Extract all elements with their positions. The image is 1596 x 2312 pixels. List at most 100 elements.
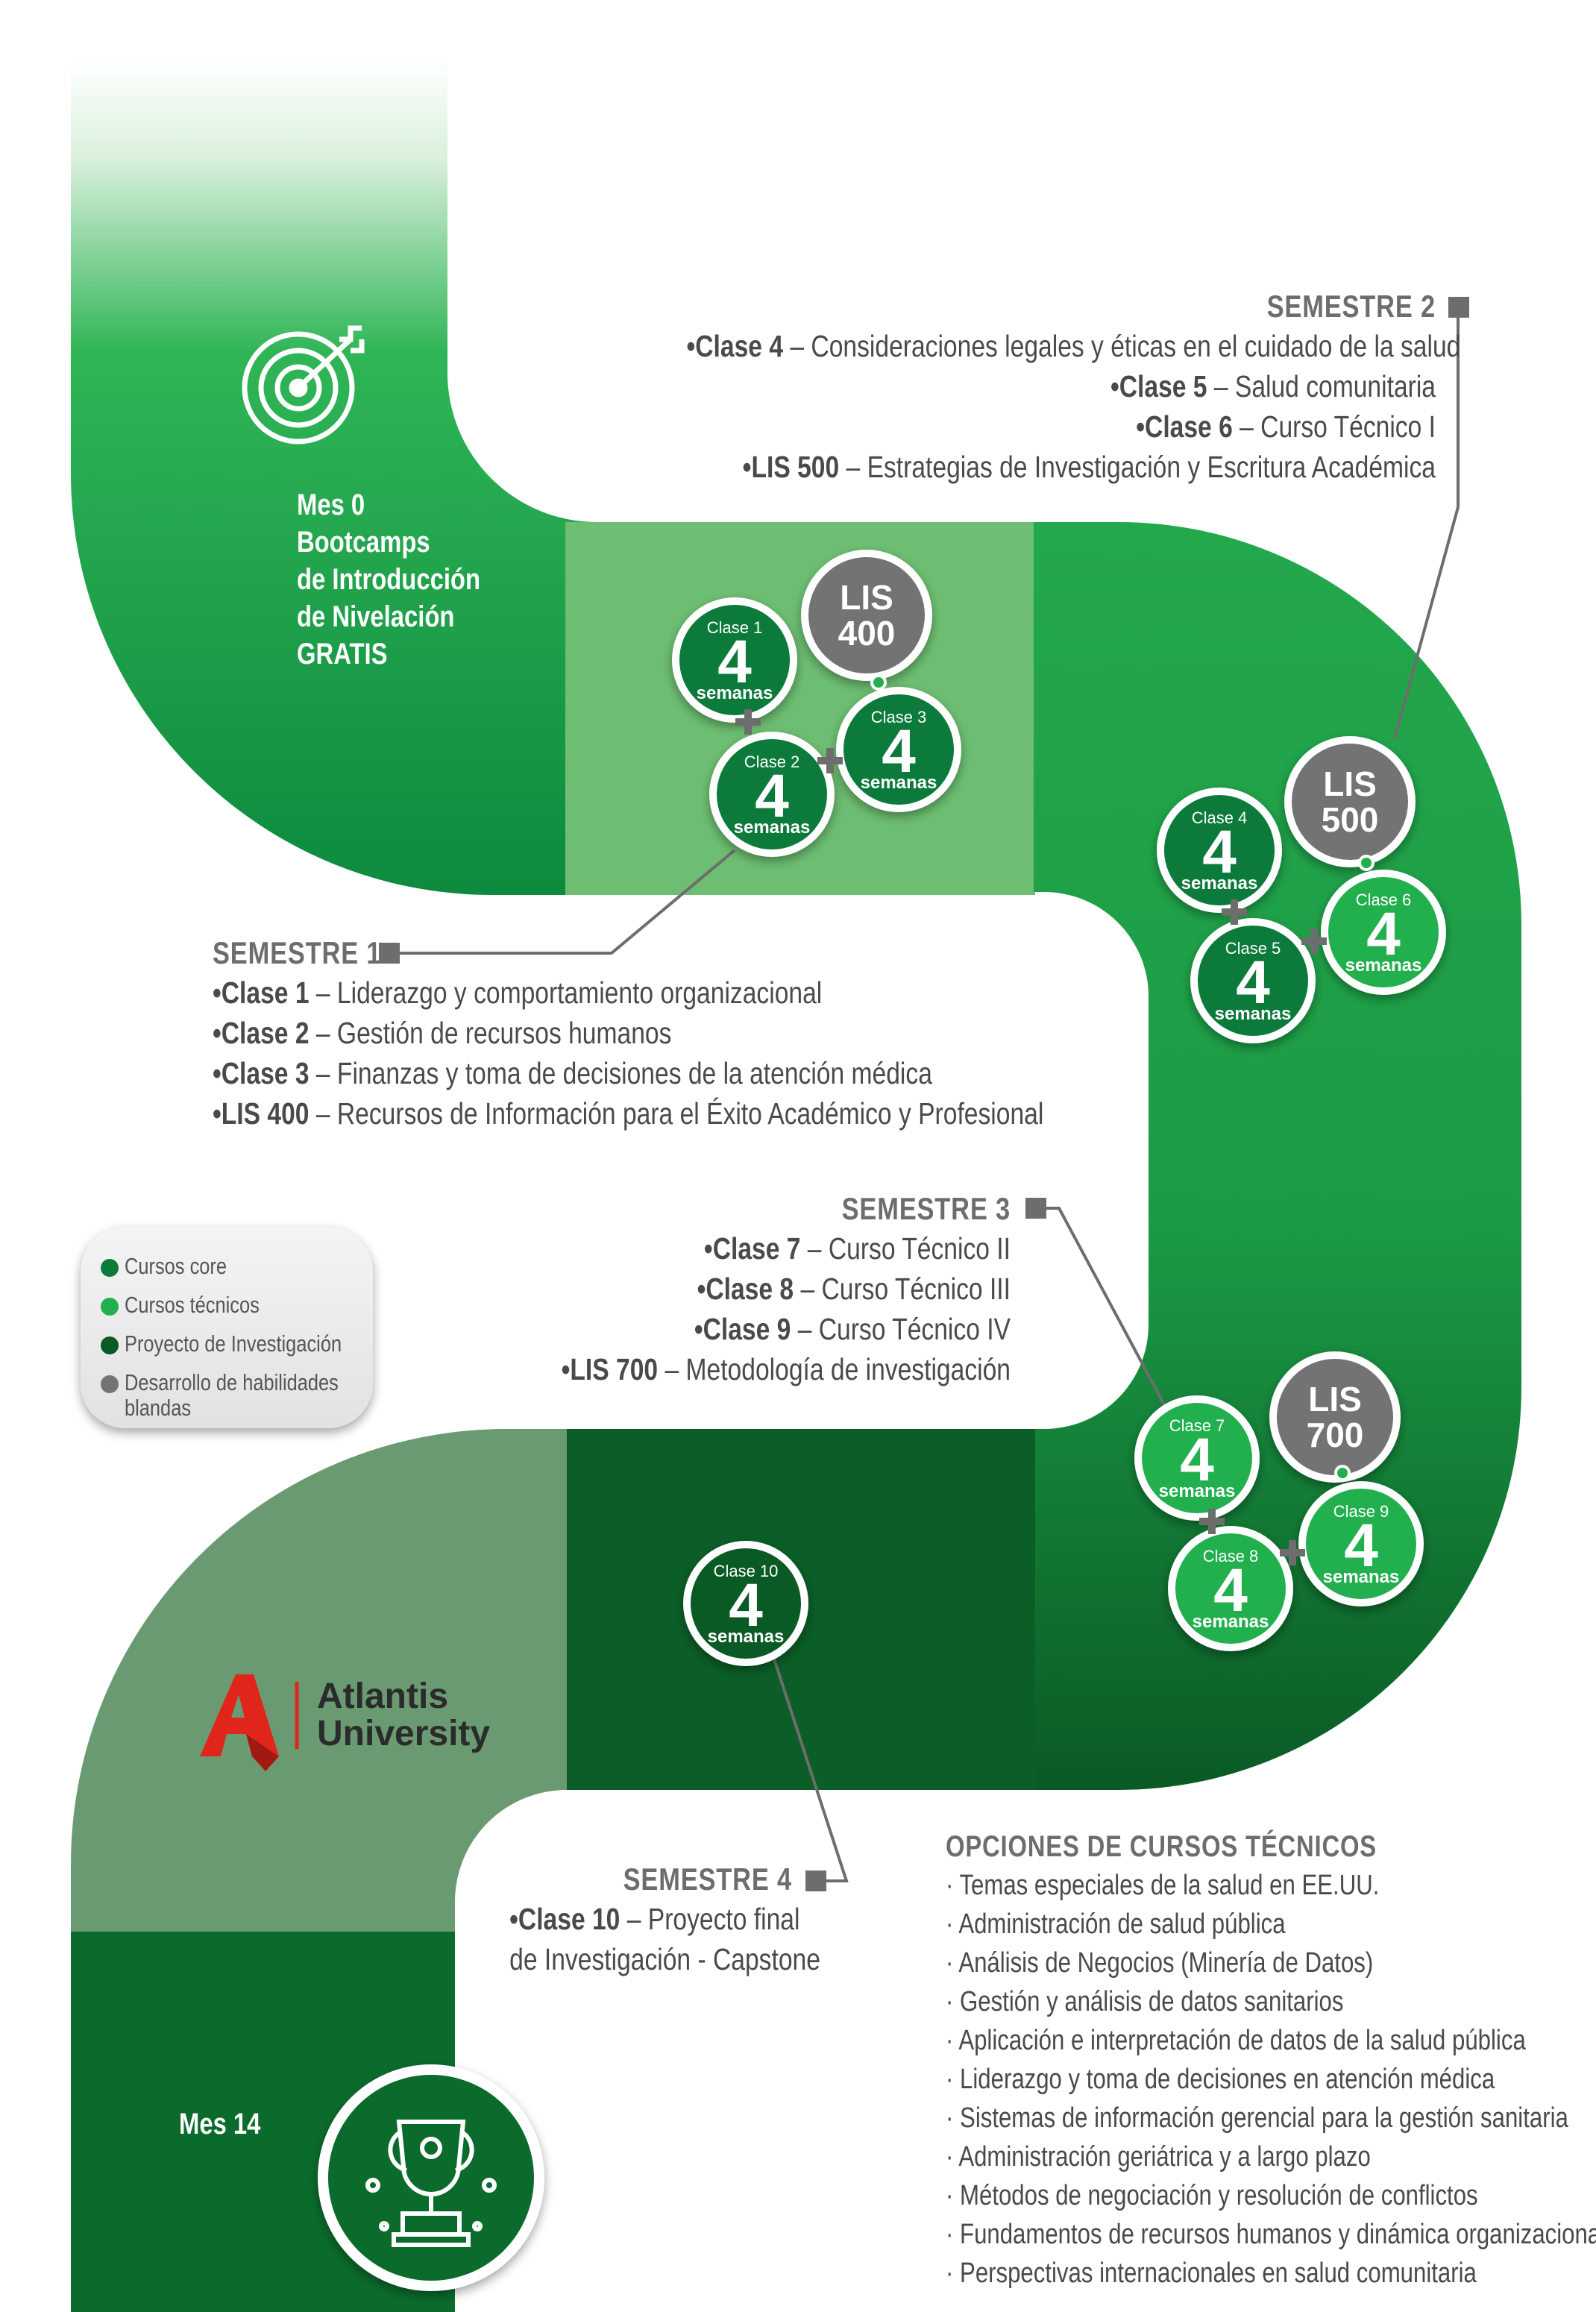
link-dot [1358, 855, 1374, 871]
legend-item: Proyecto de Investigación [101, 1331, 389, 1357]
class-label: Clase 8 [1203, 1547, 1259, 1565]
lis-label: LIS [1308, 1380, 1362, 1419]
class-label: Clase 6 [1356, 890, 1412, 909]
trophy-icon [318, 2064, 544, 2291]
semester-item: •Clase 10 – Proyecto final [509, 1902, 800, 1936]
semester-item: •Clase 9 – Curso Técnico IV [694, 1312, 1011, 1346]
plus-icon [1199, 1509, 1225, 1534]
logo-text: Atlantis University [317, 1678, 490, 1753]
technical-option-item: · Administración de salud pública [946, 1909, 1286, 1940]
weeks-label: semanas [861, 773, 937, 793]
semester-heading: SEMESTRE 3 [841, 1191, 1011, 1226]
weeks-number: 4 [1180, 1426, 1214, 1494]
start-line: de Introducción [297, 563, 480, 596]
semester-heading: SEMESTRE 4 [623, 1862, 792, 1897]
technical-option-item: · Métodos de negociación y resolución de… [946, 2180, 1478, 2211]
weeks-number: 4 [755, 762, 789, 830]
weeks-label: semanas [1181, 873, 1258, 893]
lis-number: 500 [1322, 800, 1379, 839]
class-label: Clase 4 [1192, 808, 1248, 827]
semester-item: •LIS 400 – Recursos de Información para … [213, 1096, 1044, 1131]
technical-option-item: · Sistemas de información gerencial para… [946, 2102, 1568, 2134]
weeks-number: 4 [1202, 818, 1237, 886]
lis-number: 700 [1307, 1416, 1364, 1454]
connector-semester1 [395, 849, 736, 955]
connector-semester4 [767, 1640, 849, 1882]
weeks-number: 4 [882, 717, 916, 785]
class-label: Clase 5 [1225, 939, 1281, 958]
lis-number: 400 [838, 614, 896, 653]
technical-option-item: · Liderazgo y toma de decisiones en aten… [946, 2064, 1495, 2095]
band-capstone [71, 1429, 567, 1924]
start-label: Mes 0 Bootcamps de Introducción de Nivel… [297, 486, 521, 673]
plus-icon [735, 709, 761, 735]
weeks-number: 4 [1236, 949, 1270, 1017]
logo-line1: Atlantis [317, 1677, 449, 1716]
logo-line2: University [317, 1714, 491, 1753]
weeks-label: semanas [1215, 1004, 1292, 1024]
legend-item: Desarrollo de habilidades [101, 1369, 386, 1396]
technical-option-item: · Gestión y análisis de datos sanitarios [946, 1986, 1344, 2017]
weeks-label: semanas [1193, 1612, 1269, 1632]
weeks-label: semanas [1159, 1481, 1236, 1501]
legend-swatch [101, 1258, 119, 1277]
weeks-label: semanas [708, 1627, 785, 1647]
semester-item: •Clase 3 – Finanzas y toma de decisiones… [213, 1056, 932, 1090]
atlantis-logo-mark [200, 1674, 299, 1771]
semester-item: •Clase 5 – Salud comunitaria [1110, 369, 1436, 403]
technical-option-item: · Temas especiales de la salud en EE.UU. [946, 1870, 1380, 1901]
weeks-number: 4 [1213, 1556, 1248, 1624]
weeks-label: semanas [697, 683, 773, 703]
technical-option-item: · Fundamentos de recursos humanos y diná… [946, 2219, 1596, 2250]
weeks-number: 4 [729, 1571, 763, 1639]
technical-option-item: · Aplicación e interpretación de datos d… [946, 2025, 1526, 2056]
class-label: Clase 7 [1169, 1416, 1225, 1435]
semester1-block: SEMESTRE 1 •Clase 1 – Liderazgo y compor… [213, 934, 1226, 1134]
semester-item: •Clase 4 – Consideraciones legales y éti… [686, 329, 1461, 363]
weeks-number: 4 [1366, 900, 1401, 968]
plus-icon [1280, 1540, 1305, 1565]
plus-icon [817, 748, 843, 773]
end-label: Mes 14 [179, 2108, 261, 2140]
lis-label: LIS [1323, 764, 1377, 803]
legend-item: Cursos técnicos [101, 1292, 289, 1319]
semester-item: •Clase 8 – Curso Técnico III [697, 1272, 1011, 1306]
semester-item: de Investigación - Capstone [509, 1942, 820, 1976]
technical-option-item: · Administración geriátrica y a largo pl… [946, 2141, 1371, 2173]
legend-box [81, 1227, 373, 1428]
semester3-block: SEMESTRE 3 •Clase 7 – Curso Técnico II •… [447, 1190, 1011, 1389]
legend-swatch [101, 1375, 119, 1393]
semester4-block: SEMESTRE 4 •Clase 10 – Proyecto final de… [447, 1860, 820, 1979]
semester-item: •Clase 6 – Curso Técnico I [1136, 409, 1436, 444]
weeks-label: semanas [734, 817, 811, 838]
semester-heading: SEMESTRE 1 [213, 935, 382, 970]
start-line: GRATIS [297, 638, 388, 670]
legend-item: blandas [125, 1395, 192, 1421]
semester-item: •Clase 7 – Curso Técnico II [703, 1231, 1011, 1266]
band-month0 [71, 60, 597, 895]
class-label: Clase 1 [707, 618, 763, 637]
technical-options-heading: OPCIONES DE CURSOS TÉCNICOS [946, 1830, 1377, 1863]
technical-options: OPCIONES DE CURSOS TÉCNICOS · Temas espe… [946, 1827, 1596, 2293]
lis-label: LIS [840, 578, 893, 617]
class-label: Clase 3 [871, 708, 927, 726]
semester-item: •LIS 500 – Estrategias de Investigación … [742, 450, 1436, 484]
legend-swatch [101, 1297, 119, 1316]
link-dot [870, 674, 887, 691]
plus-icon [1301, 929, 1327, 954]
technical-option-item: · Análisis de Negocios (Minería de Datos… [946, 1947, 1374, 1979]
class-label: Clase 2 [744, 753, 800, 771]
semester-item: •Clase 1 – Liderazgo y comportamiento or… [213, 976, 823, 1010]
technical-option-item: · Perspectivas internacionales en salud … [946, 2258, 1477, 2289]
